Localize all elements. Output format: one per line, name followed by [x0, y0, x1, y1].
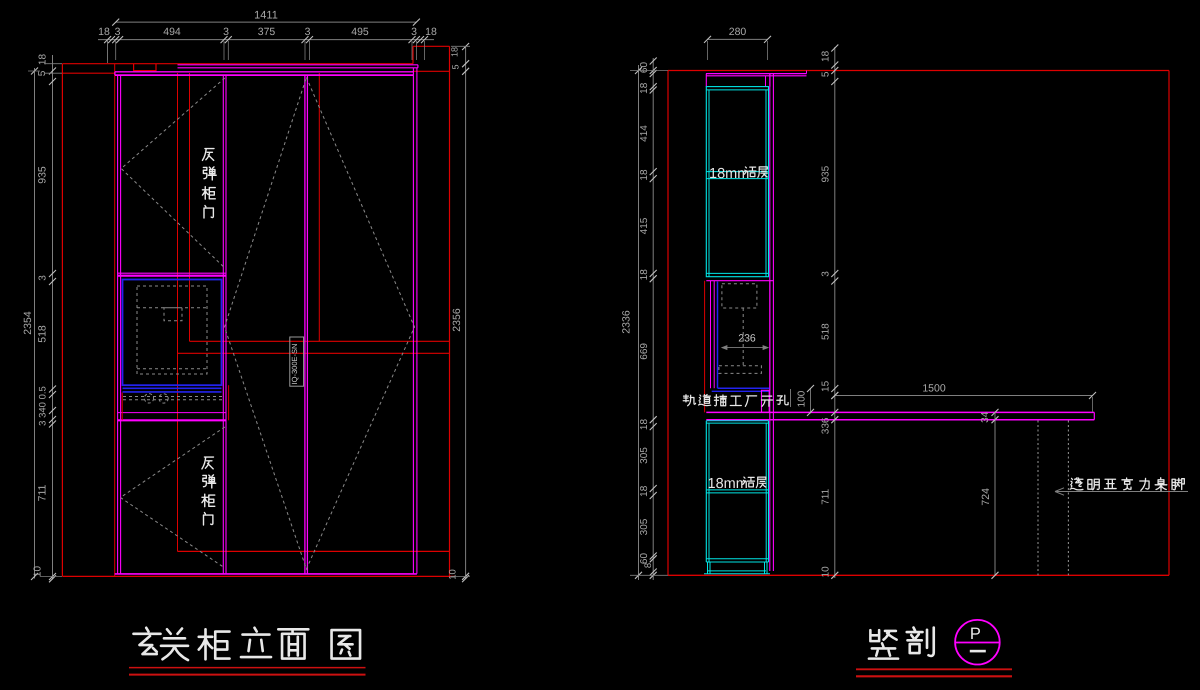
svg-text:10: 10 — [448, 569, 459, 580]
svg-text:100: 100 — [797, 390, 808, 407]
svg-text:711: 711 — [821, 488, 832, 504]
svg-text:724: 724 — [980, 488, 992, 506]
svg-text:3 340 0.5: 3 340 0.5 — [38, 386, 49, 426]
svg-text:10: 10 — [33, 566, 44, 578]
svg-text:336: 336 — [821, 417, 832, 434]
svg-text:495: 495 — [351, 26, 369, 38]
svg-text:5: 5 — [37, 70, 48, 76]
svg-text:935: 935 — [37, 166, 49, 184]
svg-text:8: 8 — [643, 563, 654, 568]
svg-text:414: 414 — [639, 125, 650, 142]
svg-text:2354: 2354 — [22, 311, 34, 335]
svg-text:3: 3 — [115, 26, 121, 38]
svg-text:518: 518 — [37, 325, 49, 343]
svg-text:935: 935 — [821, 165, 832, 182]
svg-text:1500: 1500 — [922, 383, 946, 395]
svg-text:3: 3 — [411, 26, 417, 38]
svg-text:5: 5 — [451, 64, 461, 69]
svg-text:18: 18 — [98, 26, 110, 38]
svg-text:18: 18 — [639, 485, 650, 497]
svg-text:60: 60 — [639, 553, 650, 565]
svg-text:18mm: 18mm — [708, 476, 748, 492]
svg-text:415: 415 — [639, 217, 650, 234]
svg-text:10: 10 — [821, 566, 832, 578]
svg-text:3: 3 — [223, 26, 229, 38]
svg-text:60: 60 — [639, 62, 650, 74]
svg-text:18: 18 — [639, 169, 650, 181]
svg-text:18: 18 — [639, 269, 650, 281]
svg-text:236: 236 — [738, 333, 756, 345]
svg-text:1411: 1411 — [254, 10, 278, 22]
svg-text:669: 669 — [639, 343, 650, 360]
svg-text:18: 18 — [639, 419, 650, 431]
svg-text:3: 3 — [821, 271, 832, 277]
svg-text:18mm: 18mm — [709, 166, 749, 182]
svg-text:18: 18 — [425, 26, 437, 38]
svg-text:P: P — [970, 625, 981, 643]
svg-text:2356: 2356 — [451, 308, 463, 332]
svg-text:305: 305 — [639, 447, 650, 464]
svg-text:3: 3 — [305, 26, 311, 38]
svg-text:375: 375 — [258, 26, 276, 38]
svg-text:2336: 2336 — [621, 310, 633, 334]
svg-text:18: 18 — [38, 54, 49, 66]
svg-text:518: 518 — [821, 323, 832, 340]
svg-text:34: 34 — [980, 411, 991, 423]
svg-text:IQ-300E-SN: IQ-300E-SN — [290, 344, 299, 385]
svg-text:280: 280 — [729, 26, 747, 38]
svg-text:18: 18 — [639, 82, 650, 94]
svg-text:305: 305 — [639, 518, 650, 535]
svg-text:15: 15 — [821, 380, 832, 392]
svg-text:18: 18 — [821, 50, 832, 62]
svg-text:711: 711 — [37, 484, 49, 501]
svg-text:494: 494 — [163, 26, 181, 38]
svg-text:18: 18 — [450, 47, 460, 57]
svg-text:5: 5 — [821, 71, 832, 77]
svg-text:3: 3 — [38, 275, 49, 281]
